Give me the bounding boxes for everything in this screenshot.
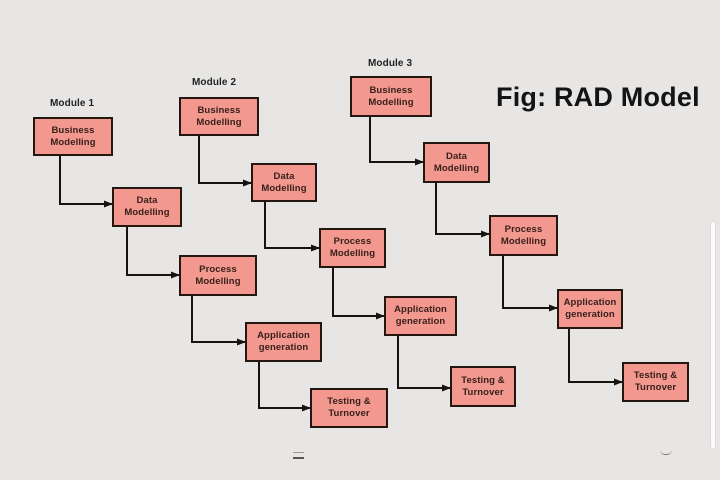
- stage-box-m1-application-generation: Application generation: [245, 322, 322, 362]
- figure-title: Fig: RAD Model: [496, 82, 700, 112]
- stage-box-m3-data-modelling: Data Modelling: [423, 142, 490, 183]
- arrow-m3-process-to-application: [502, 255, 558, 312]
- arrow-m1-process-to-application: [191, 295, 246, 346]
- arrow-m1-business-to-data: [59, 155, 113, 208]
- stage-box-m1-data-modelling: Data Modelling: [112, 187, 182, 227]
- arrow-m2-data-to-process: [264, 201, 320, 252]
- arrow-m2-application-to-testing: [397, 335, 451, 392]
- arrow-m3-application-to-testing: [568, 327, 623, 386]
- module-1-label: Module 1: [50, 98, 95, 109]
- arrow-m3-business-to-data: [369, 116, 424, 166]
- stage-box-m2-testing-turnover: Testing & Turnover: [450, 366, 516, 407]
- arrow-m2-business-to-data: [198, 135, 252, 187]
- arrow-m1-application-to-testing: [258, 361, 311, 412]
- stage-box-m3-application-generation: Application generation: [557, 289, 623, 329]
- smudge-mark: [293, 452, 304, 459]
- arrow-m1-data-to-process: [126, 226, 180, 279]
- stage-box-m1-business-modelling: Business Modelling: [33, 117, 113, 156]
- smudge-mark: [660, 450, 672, 455]
- arrow-m3-data-to-process: [435, 182, 490, 238]
- module-3-label: Module 3: [368, 58, 413, 69]
- stage-box-m3-testing-turnover: Testing & Turnover: [622, 362, 689, 402]
- stage-box-m2-application-generation: Application generation: [384, 296, 457, 336]
- stage-box-m3-process-modelling: Process Modelling: [489, 215, 558, 256]
- stage-box-m2-data-modelling: Data Modelling: [251, 163, 317, 202]
- arrow-m2-process-to-application: [332, 267, 385, 320]
- scrollbar-thumb[interactable]: [711, 222, 715, 448]
- stage-box-m2-process-modelling: Process Modelling: [319, 228, 386, 268]
- stage-box-m3-business-modelling: Business Modelling: [350, 76, 432, 117]
- stage-box-m1-process-modelling: Process Modelling: [179, 255, 257, 296]
- stage-box-m1-testing-turnover: Testing & Turnover: [310, 388, 388, 428]
- module-2-label: Module 2: [192, 77, 237, 88]
- stage-box-m2-business-modelling: Business Modelling: [179, 97, 259, 136]
